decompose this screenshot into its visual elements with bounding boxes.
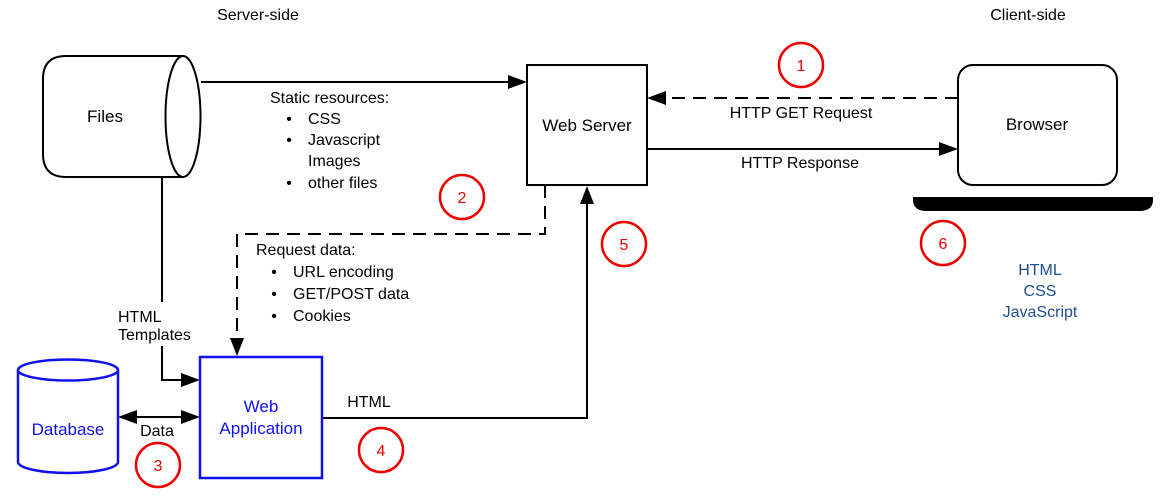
static-resources-item-images: Images: [308, 153, 360, 170]
callout-3-circle: [134, 441, 182, 489]
request-data-block: Request data: • URL encoding • GET/POST …: [256, 242, 409, 325]
edge-html-to-webserver: HTML: [322, 186, 594, 419]
html-templates-label-backdrop: [114, 302, 206, 346]
callout-1-circle: [777, 41, 825, 89]
arrowhead-into-webapp-data: [181, 410, 200, 424]
bullet-icon: •: [271, 286, 277, 303]
callout-2-circle: [438, 173, 486, 221]
callout-2: 2: [438, 173, 486, 221]
callout-4: 4: [357, 426, 405, 474]
web-application-node: Web Application: [198, 355, 324, 480]
arrowhead-into-database: [118, 410, 137, 424]
callout-6: 6: [919, 219, 967, 267]
http-get-request-label: HTTP GET Request: [730, 105, 873, 122]
arrowhead-into-webapp-left: [181, 373, 200, 387]
edge-files-to-webserver: [201, 75, 527, 89]
files-node: Files: [42, 55, 202, 178]
callout-1-number: 1: [797, 58, 806, 75]
database-cylinder-body: [16, 370, 120, 475]
browser-label: Browser: [1006, 115, 1069, 134]
edge-http-get-request: HTTP GET Request: [647, 91, 958, 122]
browser-node: Browser: [913, 64, 1153, 211]
static-resources-item-css: CSS: [308, 111, 341, 128]
static-resources-title: Static resources:: [270, 90, 389, 107]
database-node: Database: [16, 358, 120, 475]
callout-5-number: 5: [620, 237, 629, 254]
web-server-box: [526, 64, 648, 186]
bullet-icon: •: [271, 264, 277, 281]
arrowhead-into-webserver-bottom: [580, 186, 594, 204]
callout-3: 3: [134, 441, 182, 489]
client-side-title: Client-side: [990, 7, 1066, 24]
data-edge-label: Data: [140, 423, 174, 440]
callout-6-circle: [919, 219, 967, 267]
web-application-label-line1: Web: [244, 397, 279, 416]
html-templates-label-line1: HTML: [118, 309, 162, 326]
html-elbow-line: [322, 204, 588, 419]
arrowhead-into-webapp-top: [230, 338, 244, 356]
edge-data: Data: [118, 410, 200, 440]
arrowhead-into-browser: [939, 142, 958, 156]
callout-4-circle: [357, 426, 405, 474]
web-application-box: [198, 355, 324, 480]
callout-4-number: 4: [377, 443, 386, 460]
html-templates-label-line2: Templates: [118, 327, 191, 344]
bullet-icon: •: [286, 175, 292, 192]
web-server-label: Web Server: [542, 116, 632, 135]
arrowhead-into-webserver-left: [508, 75, 527, 89]
arrowhead-into-webserver-right: [647, 91, 666, 105]
request-data-title: Request data:: [256, 242, 356, 259]
html-templates-line: [161, 177, 181, 381]
edge-html-templates: HTML Templates: [114, 177, 206, 387]
client-stack-block: HTML CSS JavaScript: [1003, 262, 1078, 321]
edge-request-data: [230, 185, 546, 356]
browser-box: [957, 64, 1118, 186]
request-data-dashed-line: [236, 185, 546, 339]
callout-6-number: 6: [939, 236, 948, 253]
html-edge-label: HTML: [347, 394, 391, 411]
callout-1: 1: [777, 41, 825, 89]
client-stack-css: CSS: [1024, 283, 1057, 300]
static-resources-block: Static resources: • CSS • Javascript Ima…: [270, 90, 389, 192]
database-label: Database: [32, 420, 105, 439]
web-application-label-line2: Application: [219, 419, 302, 438]
web-server-node: Web Server: [526, 64, 648, 186]
request-data-item-cookies: Cookies: [293, 308, 351, 325]
files-cylinder-cap: [164, 55, 202, 178]
client-stack-html: HTML: [1018, 262, 1062, 279]
callout-2-number: 2: [458, 190, 467, 207]
bullet-icon: •: [286, 111, 292, 128]
bullet-icon: •: [286, 132, 292, 149]
edge-http-response: HTTP Response: [647, 142, 958, 172]
static-resources-item-javascript: Javascript: [308, 132, 381, 149]
callout-3-number: 3: [154, 458, 163, 475]
laptop-base-icon: [913, 197, 1153, 211]
request-data-item-get-post-data: GET/POST data: [293, 286, 409, 303]
static-resources-item-other-files: other files: [308, 175, 377, 192]
server-side-title: Server-side: [217, 7, 299, 24]
callout-5-circle: [600, 220, 648, 268]
files-cylinder-body: [42, 55, 183, 178]
files-label: Files: [87, 107, 123, 126]
database-cylinder-top: [16, 358, 120, 382]
request-data-item-url-encoding: URL encoding: [293, 264, 394, 281]
http-response-label: HTTP Response: [741, 155, 859, 172]
callout-5: 5: [600, 220, 648, 268]
client-stack-javascript: JavaScript: [1003, 304, 1078, 321]
bullet-icon: •: [271, 308, 277, 325]
